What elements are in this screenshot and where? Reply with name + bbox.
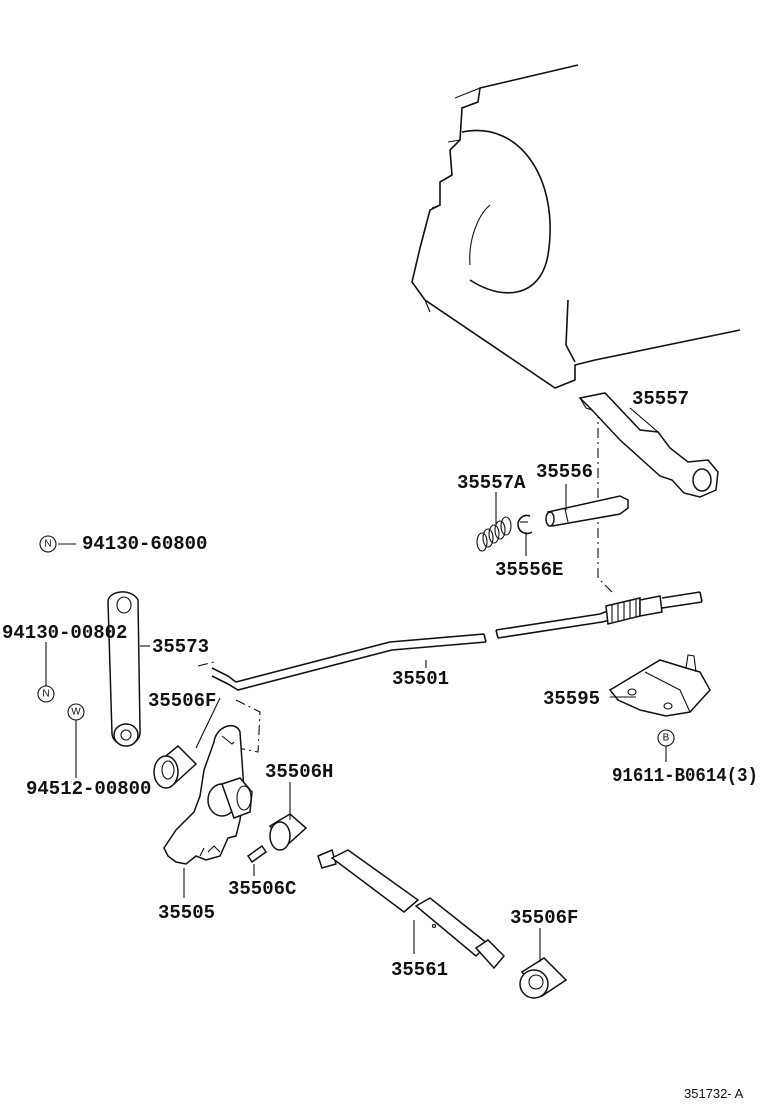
- label-35506c: 35506C: [228, 878, 296, 900]
- label-fastener-94512-00800: 94512-00800: [26, 778, 151, 800]
- diagram-reference-code: 351732- A: [684, 1086, 744, 1101]
- fastener-symbol-text: B: [663, 733, 670, 744]
- label-fastener-91611-b0614: 91611-B0614(3): [612, 765, 758, 787]
- lever-35557: [578, 392, 719, 498]
- fastener-symbol-text: N: [42, 689, 49, 700]
- e-clip-35556e: [517, 514, 533, 535]
- shaft-35561: [317, 848, 506, 970]
- fastener-symbol-f4: B: [657, 729, 675, 747]
- assembly-lines: [197, 408, 613, 753]
- fastener-symbol-f3: W: [67, 703, 85, 721]
- transmission-housing: [411, 64, 741, 389]
- label-35561: 35561: [391, 959, 448, 981]
- leader-lines: [45, 407, 667, 962]
- selector-plate-35505: [163, 724, 253, 865]
- label-35573: 35573: [152, 636, 209, 658]
- label-35556e: 35556E: [495, 559, 563, 581]
- rod-35501: [211, 591, 703, 691]
- bracket-35595: [608, 654, 711, 717]
- label-35501: 35501: [392, 668, 449, 690]
- label-35506h: 35506H: [265, 761, 333, 783]
- label-fastener-94130-60800: 94130-60800: [82, 533, 207, 555]
- fastener-symbol-text: W: [71, 707, 81, 718]
- bearing-35506f-bottom: [519, 957, 568, 999]
- label-35506f-top: 35506F: [148, 690, 216, 712]
- label-35595: 35595: [543, 688, 600, 710]
- pin-35506c: [246, 844, 268, 864]
- bushing-35506h: [268, 813, 308, 851]
- label-35505: 35505: [158, 902, 215, 924]
- bearing-35506f-top: [153, 744, 198, 789]
- label-35557: 35557: [632, 388, 689, 410]
- label-35556: 35556: [536, 461, 593, 483]
- fastener-symbol-text: N: [44, 539, 51, 550]
- pin-35556: [545, 495, 629, 527]
- spring-35557a: [476, 516, 512, 552]
- fastener-symbol-f2: N: [37, 685, 55, 703]
- label-35506f-bottom: 35506F: [510, 907, 578, 929]
- label-fastener-94130-00802: 94130-00802: [2, 622, 127, 644]
- label-35557a: 35557A: [457, 472, 526, 494]
- fastener-symbol-f1: N: [39, 535, 57, 553]
- link-35573: [107, 591, 141, 747]
